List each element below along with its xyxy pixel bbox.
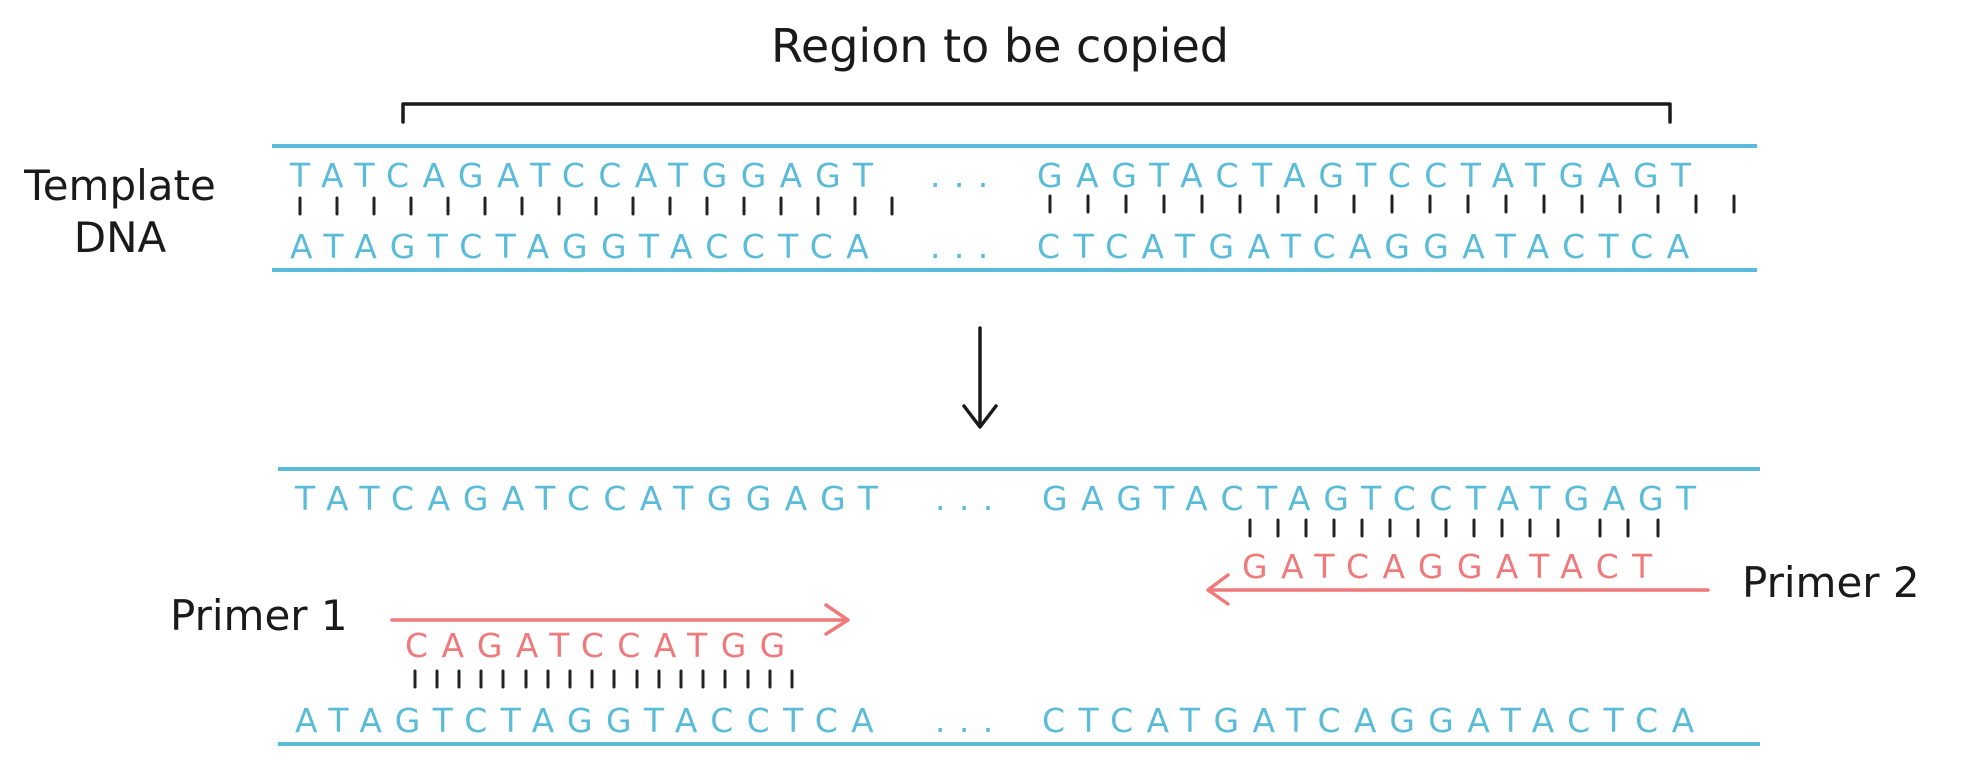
separated-bottom-right-sequence: CTCATGATCAGGATACTCA [1042, 701, 1708, 740]
primer1-label: Primer 1 [170, 591, 348, 640]
down-arrow-icon [962, 326, 998, 429]
bottom-strand-gap-dots: ... [930, 227, 1002, 266]
separated-top-right-sequence: GAGTACTAGTCCTATGAGT [1042, 479, 1709, 518]
primer2-sequence: GATCAGGATACT [1242, 547, 1666, 586]
top-strand-gap-dots: ... [930, 156, 1002, 195]
template-dna-label-line2: DNA [74, 213, 167, 262]
bottom-strand-right-sequence: CTCATGATCAGGATACTCA [1037, 227, 1703, 266]
top-strand-right-sequence: GAGTACTAGTCCTATGAGT [1037, 156, 1704, 195]
primer2-base-pair-bonds [1248, 518, 1660, 538]
separated-top-gap-dots: ... [935, 479, 1007, 518]
primer1-arrow [390, 603, 850, 636]
separated-top-left-sequence: TATCAGATCCATGGAGT [294, 479, 891, 518]
primer1-sequence: CAGATCCATGG [405, 626, 799, 665]
separated-strands: TATCAGATCCATGGAGT ... GAGTACTAGTCCTATGAG… [170, 467, 1920, 746]
primer1-base-pair-bonds [413, 669, 794, 689]
primer2-arrow [1206, 573, 1710, 606]
bottom-strand-left-sequence: ATAGTCTAGGTACCTCA [290, 227, 882, 266]
template-base-pair-bonds [298, 194, 1736, 216]
separated-bottom-gap-dots: ... [935, 701, 1007, 740]
diagram-title: Region to be copied [771, 19, 1229, 73]
primer2-label: Primer 2 [1742, 558, 1920, 607]
template-dna-label-line1: Template [23, 161, 216, 210]
template-dna: TATCAGATCCATGGAGT ... GAGTACTAGTCCTATGAG… [272, 144, 1757, 272]
region-bracket [401, 102, 1672, 124]
top-strand-left-sequence: TATCAGATCCATGGAGT [289, 156, 886, 195]
separated-bottom-left-sequence: ATAGTCTAGGTACCTCA [295, 701, 887, 740]
